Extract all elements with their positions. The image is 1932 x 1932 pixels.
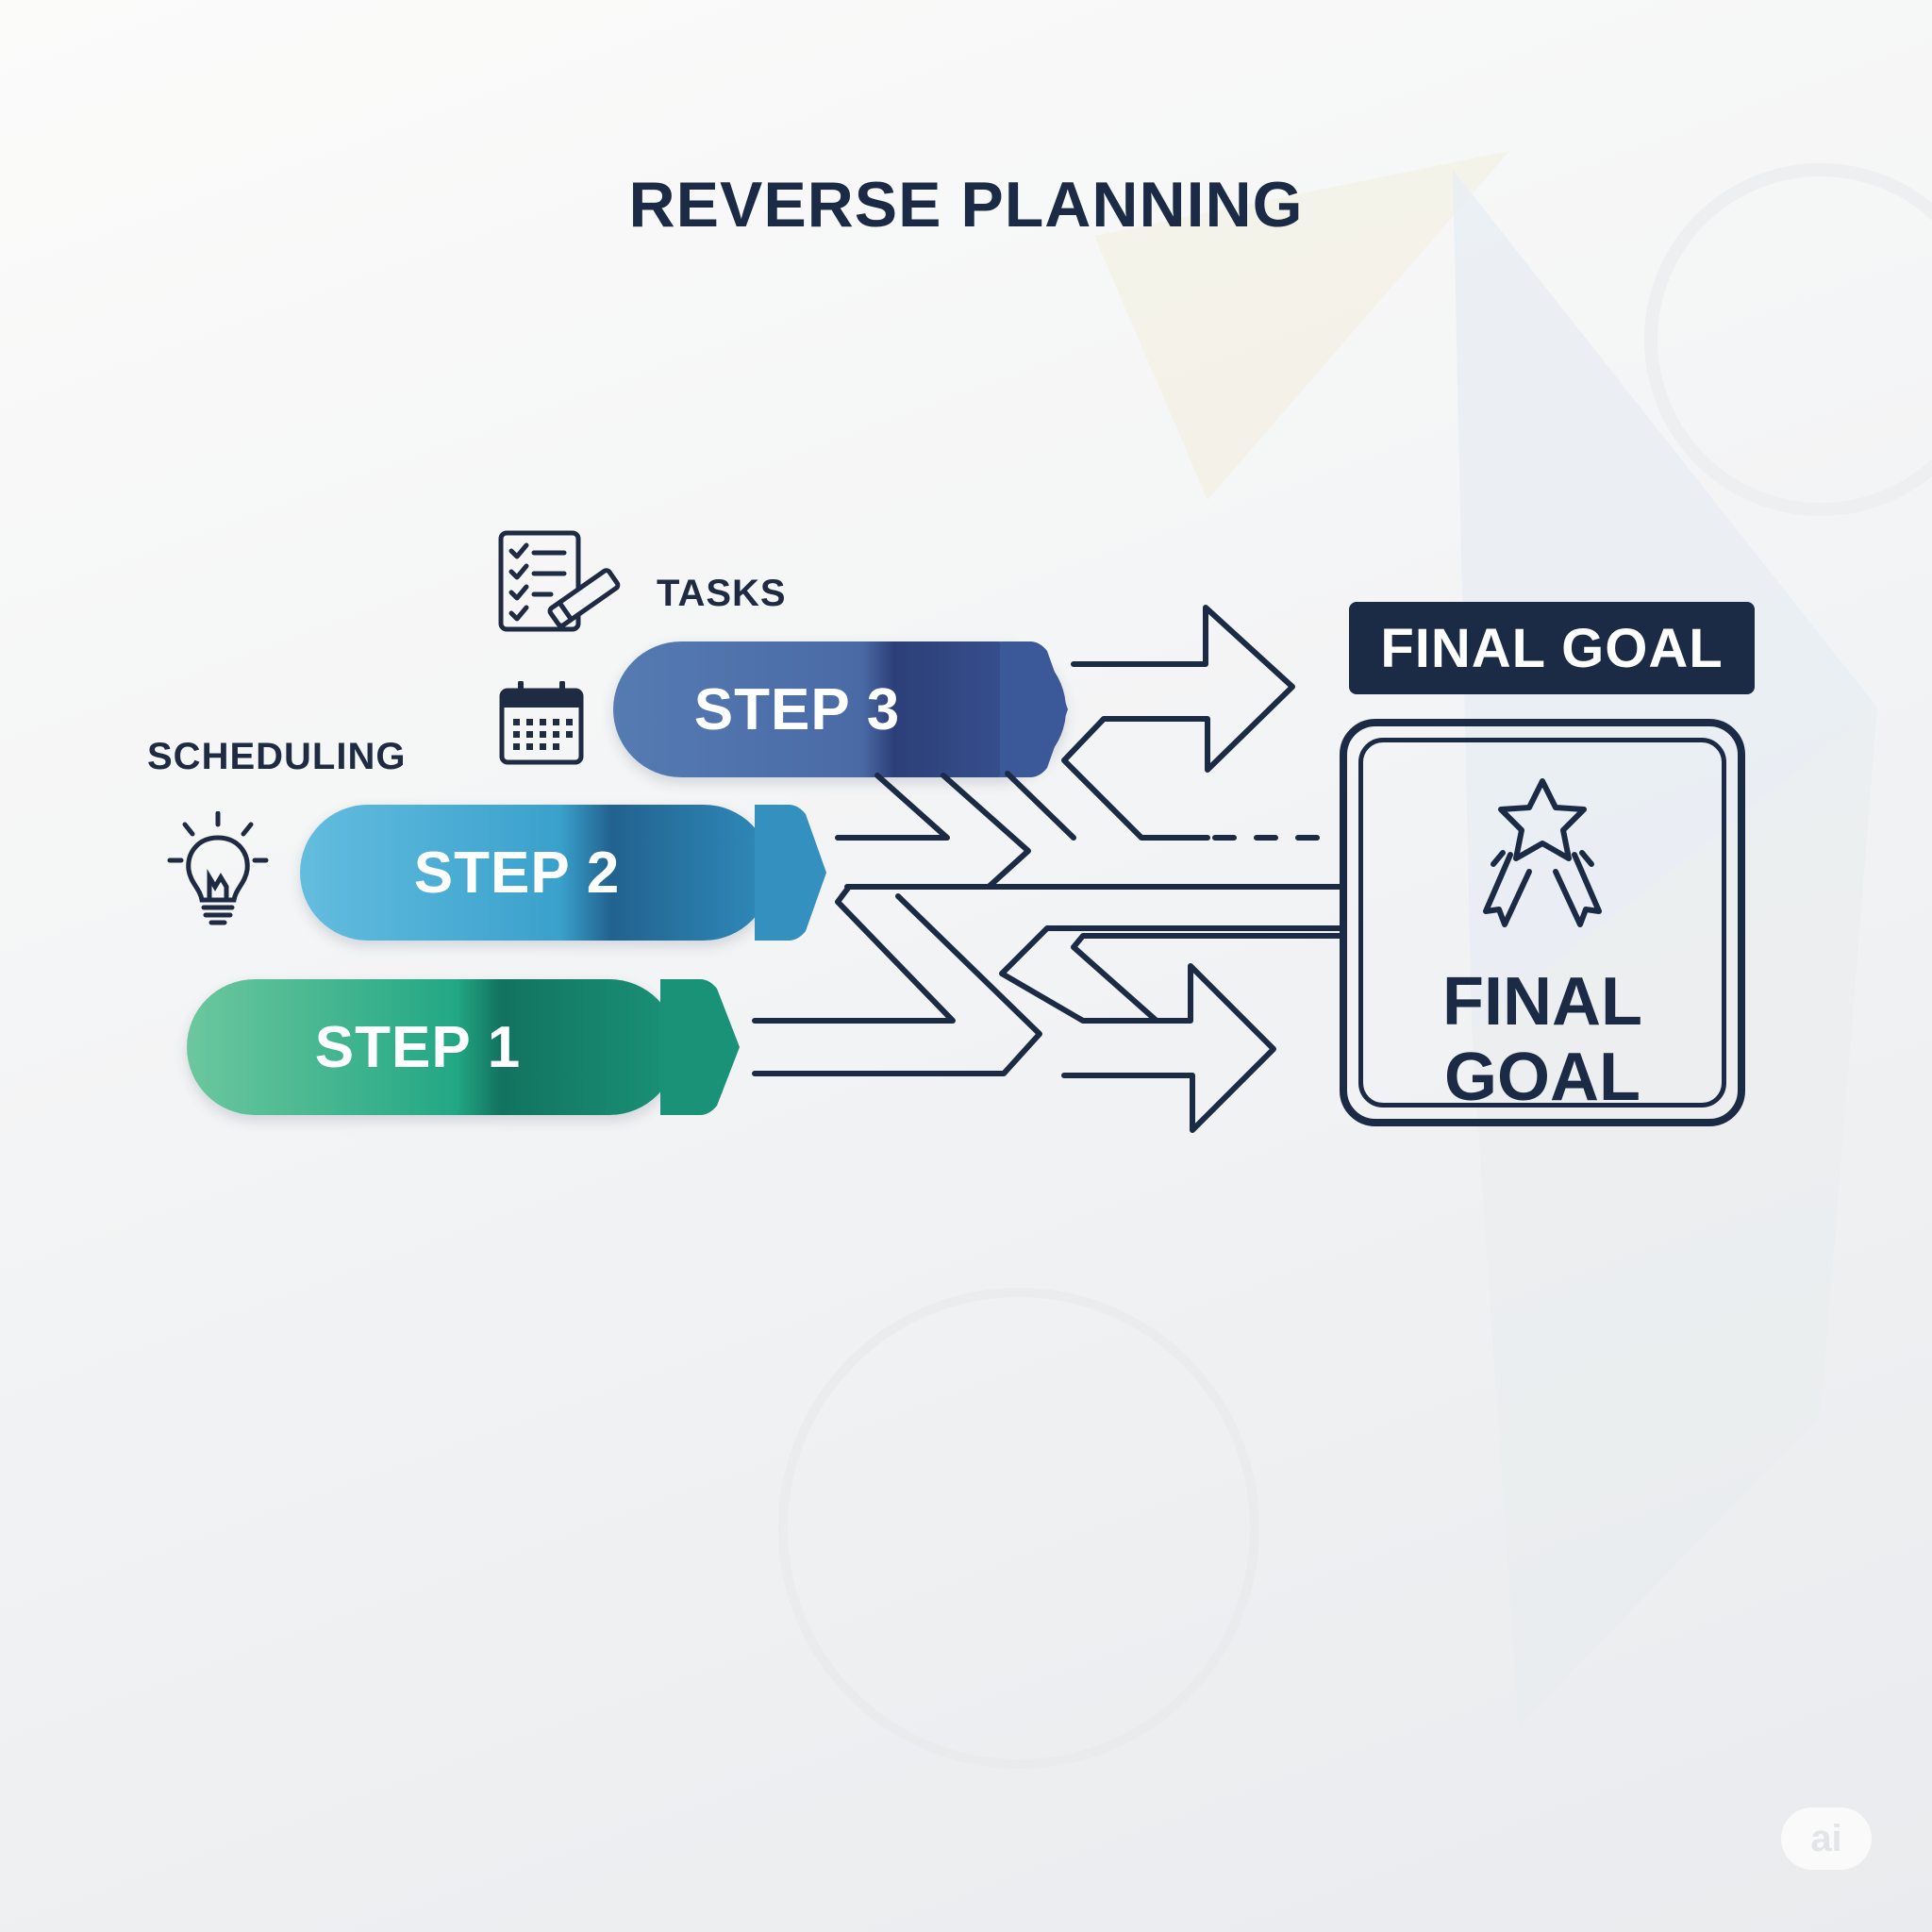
final-goal-line1: FINAL [1442, 964, 1642, 1040]
scheduling-label: SCHEDULING [147, 736, 407, 777]
step-1-arrow-tip [660, 979, 740, 1115]
zigzag-mid-d [999, 925, 1342, 1133]
lightbulb-icon [167, 811, 269, 925]
award-star-icon [1483, 778, 1602, 927]
final-goal-line2: GOAL [1444, 1040, 1641, 1115]
calendar-icon [499, 681, 584, 765]
step-1-bar[interactable]: STEP 1 [187, 979, 677, 1115]
step-3-bar[interactable]: STEP 3 [613, 641, 1066, 777]
zigzag-mid-e [1071, 933, 1342, 1024]
zigzag-step3-a [835, 773, 950, 841]
zigzag-step3-c [1005, 771, 1076, 841]
tasks-label: TASKS [657, 573, 787, 614]
step-3-label: STEP 3 [693, 676, 901, 742]
step-3-arrow-tip [1000, 641, 1068, 777]
page-title: REVERSE PLANNING [628, 169, 1304, 241]
step-1-label: STEP 1 [314, 1014, 522, 1080]
zigzag-step3-b [941, 773, 1342, 890]
step-2-bar[interactable]: STEP 2 [300, 805, 772, 941]
final-goal-header: FINAL GOAL [1349, 602, 1755, 694]
ai-watermark-badge: ai [1781, 1807, 1872, 1870]
final-goal-box[interactable]: FINAL GOAL [1340, 719, 1745, 1126]
final-goal-inner-frame [1358, 738, 1726, 1108]
step-2-arrow-tip [755, 805, 826, 941]
zigzag-mid-b [752, 884, 956, 1024]
checklist-pencil-icon [498, 530, 621, 632]
arrow-to-goal-top [1061, 605, 1295, 841]
final-goal-box-text: FINAL GOAL [1347, 964, 1738, 1115]
step-2-label: STEP 2 [413, 840, 621, 906]
zigzag-mid-c [752, 893, 1042, 1076]
